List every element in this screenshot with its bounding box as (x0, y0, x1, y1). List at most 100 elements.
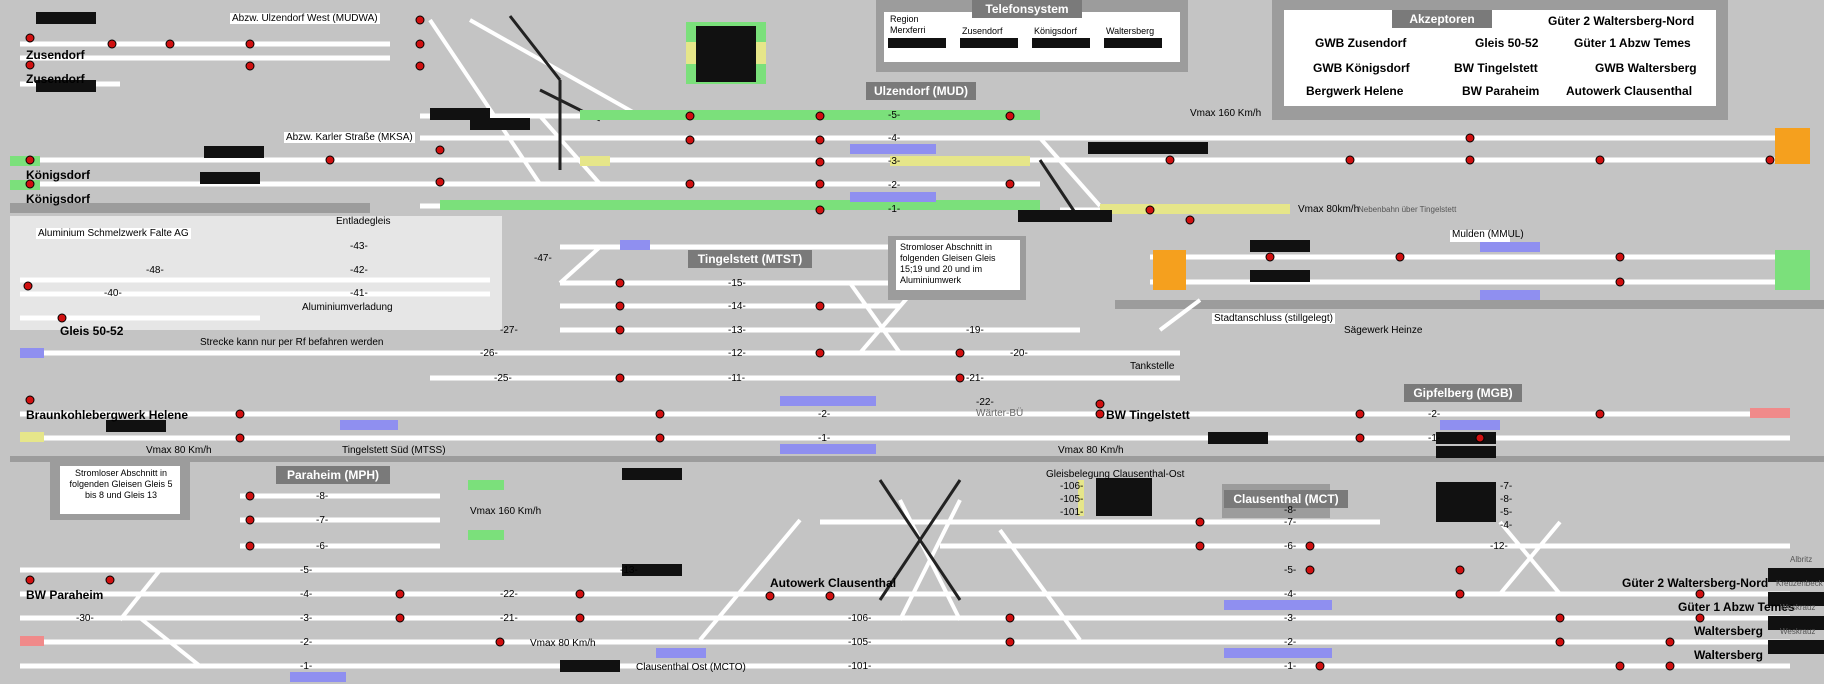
place-zusendorf-2[interactable]: Zusendorf (26, 72, 85, 86)
track-number[interactable]: -15- (728, 278, 746, 289)
telefon-display-3[interactable] (1032, 38, 1090, 48)
akzeptoren-title: Akzeptoren (1392, 10, 1492, 28)
track-number[interactable]: -5- (300, 565, 313, 576)
track-number[interactable]: -47- (534, 253, 552, 264)
track-number[interactable]: -105- (848, 637, 872, 648)
telefon-display-2[interactable] (960, 38, 1018, 48)
place-gueter2[interactable]: Güter 2 Waltersberg-Nord (1622, 576, 1769, 590)
track-number[interactable]: -48- (146, 265, 164, 276)
track-number[interactable]: -1- (888, 204, 901, 215)
track-number[interactable]: -26- (480, 348, 498, 359)
track-number[interactable]: -13- (728, 325, 746, 336)
place-zusendorf-1[interactable]: Zusendorf (26, 48, 85, 62)
gleisbelegung-item[interactable]: -101- (1060, 507, 1084, 518)
track-number[interactable]: -12- (1490, 541, 1508, 552)
place-braunkohle[interactable]: Braunkohlebergwerk Helene (26, 408, 189, 422)
place-autowerk[interactable]: Autowerk Clausenthal (770, 576, 897, 590)
place-bwparaheim[interactable]: BW Paraheim (26, 588, 104, 602)
label-waerter: Wärter-BÜ (976, 408, 1024, 419)
track-number[interactable]: -22- (500, 589, 518, 600)
place-koenigsdorf-1[interactable]: Königsdorf (26, 168, 90, 182)
track-number[interactable]: -101- (848, 661, 872, 672)
track-number[interactable]: -40- (104, 288, 122, 299)
label-gleisbelegung: Gleisbelegung Clausenthal-Ost (1046, 469, 1185, 480)
akzeptor-item[interactable]: Güter 2 Waltersberg-Nord (1548, 14, 1695, 28)
track-number[interactable]: -1- (818, 433, 831, 444)
track-number[interactable]: -1- (1428, 433, 1441, 444)
telefon-col-zusendorf: Zusendorf (962, 26, 1003, 36)
track-number[interactable]: -43- (350, 241, 368, 252)
track-number[interactable]: -42- (350, 265, 368, 276)
gleisbelegung-item[interactable]: -5- (1500, 507, 1513, 518)
track-number[interactable]: -7- (316, 515, 329, 526)
gleisbelegung-item[interactable]: -7- (1500, 481, 1513, 492)
akzeptor-item[interactable]: BW Tingelstett (1454, 61, 1538, 75)
track-number[interactable]: -27- (500, 325, 518, 336)
label-vmax80-left: Vmax 80 Km/h (146, 445, 212, 456)
track-number[interactable]: -21- (500, 613, 518, 624)
track-number[interactable]: -14- (728, 301, 746, 312)
akzeptor-item[interactable]: Autowerk Clausenthal (1566, 84, 1693, 98)
place-waltersberg-1[interactable]: Waltersberg (1694, 624, 1763, 638)
akzeptor-item[interactable]: GWB Königsdorf (1313, 61, 1410, 75)
track-number[interactable]: -2- (888, 180, 901, 191)
telefon-display-4[interactable] (1104, 38, 1162, 48)
track-number[interactable]: -25- (494, 373, 512, 384)
track-number[interactable]: -106- (848, 613, 872, 624)
akzeptor-item[interactable]: Gleis 50-52 (1475, 36, 1539, 50)
track-number[interactable]: -5- (888, 110, 901, 121)
track-number[interactable]: -41- (350, 288, 368, 299)
station-paraheim-title[interactable]: Paraheim (MPH) (276, 466, 390, 484)
gleisbelegung-item[interactable]: -4- (1500, 520, 1513, 531)
track-number[interactable]: -3- (888, 156, 901, 167)
track-number[interactable]: -2- (1428, 409, 1441, 420)
track-number[interactable]: -2- (818, 409, 831, 420)
track-number[interactable]: -5- (1284, 565, 1297, 576)
track-number[interactable]: -3- (1284, 613, 1297, 624)
label-vmax80-mid: Vmax 80 Km/h (1058, 445, 1124, 456)
track-number[interactable]: -1- (1284, 661, 1297, 672)
track-number[interactable]: -12- (728, 348, 746, 359)
gleisbelegung-item[interactable]: -105- (1060, 494, 1084, 505)
track-number[interactable]: -2- (300, 637, 313, 648)
station-tingelstett-title[interactable]: Tingelstett (MTST) (688, 250, 812, 268)
station-ulzendorf-title[interactable]: Ulzendorf (MUD) (866, 82, 976, 100)
track-number[interactable]: -6- (316, 541, 329, 552)
place-gueter1[interactable]: Güter 1 Abzw Temes (1678, 600, 1795, 614)
track-number[interactable]: -4- (300, 589, 313, 600)
track-number[interactable]: -1- (300, 661, 313, 672)
station-mulden-title[interactable]: Mulden (MMUL) (1452, 229, 1524, 240)
track-number[interactable]: -3- (300, 613, 313, 624)
track-number[interactable]: -6- (1284, 541, 1297, 552)
track-number[interactable]: -8- (1284, 505, 1297, 516)
place-koenigsdorf-2[interactable]: Königsdorf (26, 192, 90, 206)
track-number[interactable]: -22- (976, 397, 994, 408)
track-number[interactable]: -11- (728, 373, 746, 384)
track-number[interactable]: -20- (1010, 348, 1028, 359)
label-stromlos-2: Stromloser Abschnitt in folgenden Gleise… (69, 468, 173, 500)
track-number[interactable]: -21- (966, 373, 984, 384)
akzeptor-item[interactable]: GWB Zusendorf (1315, 36, 1407, 50)
label-kreuzenbeck: Kreuzenbeck (1776, 579, 1823, 588)
track-number[interactable]: -4- (1284, 589, 1297, 600)
track-number[interactable]: -2- (1284, 637, 1297, 648)
track-number[interactable]: -13- (620, 565, 638, 576)
place-bwtingelstett[interactable]: BW Tingelstett (1106, 408, 1190, 422)
stromlos-box-2 (60, 466, 180, 514)
track-number[interactable]: -8- (316, 491, 329, 502)
track-number[interactable]: -7- (1284, 517, 1297, 528)
gleisbelegung-item[interactable]: -106- (1060, 481, 1084, 492)
track-number[interactable]: -30- (76, 613, 94, 624)
telefon-display-1[interactable] (888, 38, 946, 48)
place-gleis-5052[interactable]: Gleis 50-52 (60, 324, 124, 338)
akzeptor-item[interactable]: Bergwerk Helene (1306, 84, 1404, 98)
track-number[interactable]: -19- (966, 325, 984, 336)
gleisbelegung-item[interactable]: -8- (1500, 494, 1513, 505)
akzeptor-item[interactable]: BW Paraheim (1462, 84, 1540, 98)
place-waltersberg-2[interactable]: Waltersberg (1694, 648, 1763, 662)
station-clausenthal-title[interactable]: Clausenthal (MCT) (1224, 490, 1348, 508)
akzeptor-item[interactable]: GWB Waltersberg (1595, 61, 1697, 75)
track-number[interactable]: -4- (888, 133, 901, 144)
akzeptor-item[interactable]: Güter 1 Abzw Temes (1574, 36, 1691, 50)
station-gipfelberg-title[interactable]: Gipfelberg (MGB) (1404, 384, 1522, 402)
